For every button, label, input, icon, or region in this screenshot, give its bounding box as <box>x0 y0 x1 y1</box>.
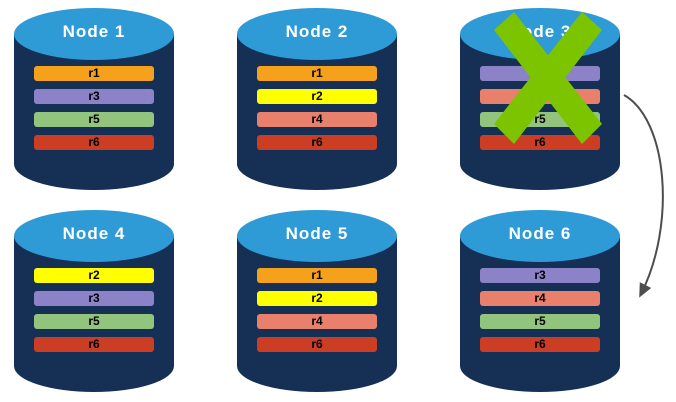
record-bar[interactable]: r3 <box>34 89 154 104</box>
record-bar[interactable]: r6 <box>480 337 600 352</box>
record-bar[interactable]: r3 <box>34 291 154 306</box>
node-3[interactable]: Node 3 r3 r4 r5 r6 <box>452 4 628 194</box>
node-2[interactable]: Node 2 r1 r2 r4 r6 <box>229 4 405 194</box>
record-bar[interactable]: r5 <box>34 314 154 329</box>
record-list: r2 r3 r5 r6 <box>34 268 154 360</box>
record-bar[interactable]: r3 <box>480 268 600 283</box>
record-bar[interactable]: r2 <box>257 291 377 306</box>
record-bar[interactable]: r2 <box>34 268 154 283</box>
record-list: r3 r4 r5 r6 <box>480 66 600 158</box>
record-bar[interactable]: r6 <box>34 135 154 150</box>
record-bar[interactable]: r6 <box>257 135 377 150</box>
record-bar[interactable]: r5 <box>480 314 600 329</box>
record-bar[interactable]: r4 <box>480 89 600 104</box>
node-5[interactable]: Node 5 r1 r2 r4 r6 <box>229 206 405 396</box>
record-bar[interactable]: r6 <box>34 337 154 352</box>
record-list: r1 r3 r5 r6 <box>34 66 154 158</box>
record-bar[interactable]: r5 <box>34 112 154 127</box>
node-4[interactable]: Node 4 r2 r3 r5 r6 <box>6 206 182 396</box>
record-bar[interactable]: r1 <box>257 66 377 81</box>
record-bar[interactable]: r4 <box>257 112 377 127</box>
record-bar[interactable]: r5 <box>480 112 600 127</box>
record-bar[interactable]: r1 <box>34 66 154 81</box>
record-bar[interactable]: r2 <box>257 89 377 104</box>
node-1[interactable]: Node 1 r1 r3 r5 r6 <box>6 4 182 194</box>
record-bar[interactable]: r4 <box>480 291 600 306</box>
node-6[interactable]: Node 6 r3 r4 r5 r6 <box>452 206 628 396</box>
record-bar[interactable]: r3 <box>480 66 600 81</box>
record-list: r3 r4 r5 r6 <box>480 268 600 360</box>
record-bar[interactable]: r4 <box>257 314 377 329</box>
record-bar[interactable]: r1 <box>257 268 377 283</box>
arrow-path <box>623 94 664 298</box>
record-list: r1 r2 r4 r6 <box>257 268 377 360</box>
record-list: r1 r2 r4 r6 <box>257 66 377 158</box>
record-bar[interactable]: r6 <box>480 135 600 150</box>
record-bar[interactable]: r6 <box>257 337 377 352</box>
